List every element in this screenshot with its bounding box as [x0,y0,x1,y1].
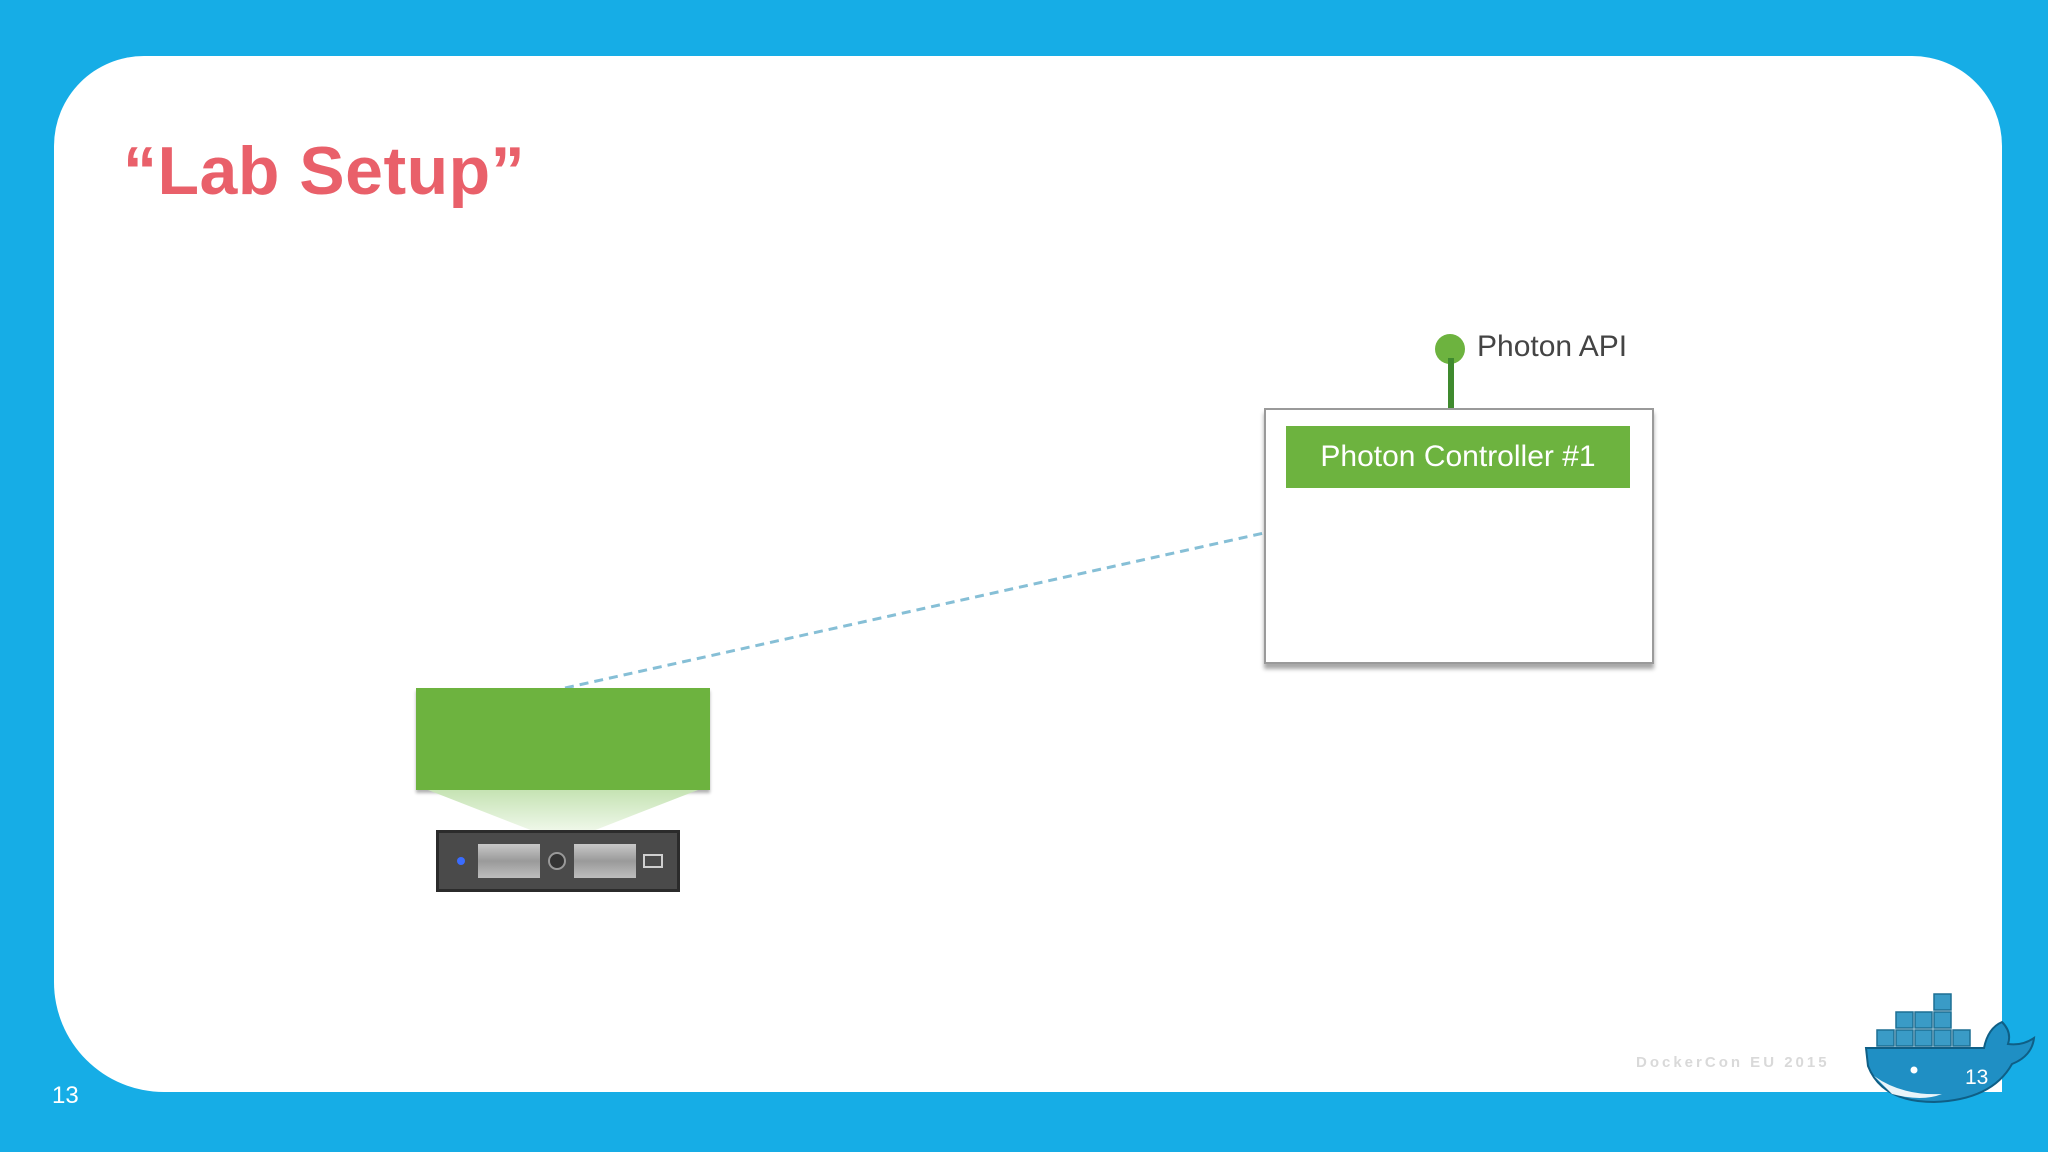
footer-brand: DockerCon EU 2015 [1636,1054,1830,1071]
page-number-badge: 13 [1965,1066,1989,1089]
controller-header: Photon Controller #1 [1286,426,1630,488]
page-number: 13 [52,1082,79,1109]
slide-card [54,56,2002,1092]
api-label: Photon API [1477,330,1628,363]
controller-box: Photon Controller #1 [1264,408,1654,664]
server-rack-icon [436,830,680,892]
dashed-link-line [564,531,1265,690]
slide-title: “Lab Setup” [123,133,526,209]
docker-whale-icon [1864,993,2036,1104]
api-endpoint-stem [1448,358,1454,408]
host-block [416,688,710,790]
